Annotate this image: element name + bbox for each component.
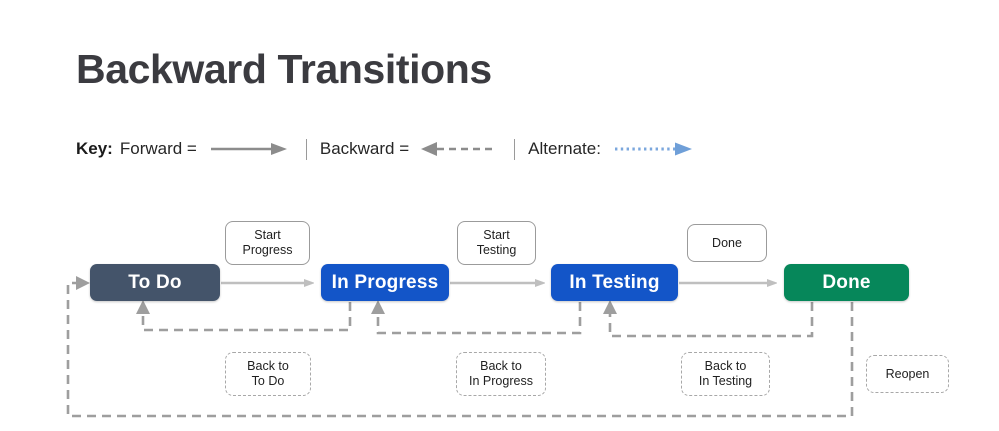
legend-alternate-arrow-icon xyxy=(613,141,693,157)
legend-separator-2 xyxy=(514,138,516,160)
legend-separator-1 xyxy=(305,138,307,160)
node-in-testing-label: In Testing xyxy=(569,271,660,293)
page-title: Backward Transitions xyxy=(76,46,492,92)
legend-backward-label: Backward = xyxy=(319,139,410,158)
legend: Key: Forward = Backward = Alternate: xyxy=(76,137,697,161)
backward-arrow-done-reopen-to-todo xyxy=(66,276,854,418)
legend-forward-label: Forward = xyxy=(119,139,197,158)
legend-backward-arrow-icon xyxy=(421,141,497,157)
node-in-progress-label: In Progress xyxy=(331,271,439,293)
node-in-progress[interactable]: In Progress xyxy=(321,264,449,301)
legend-forward-arrow-icon xyxy=(209,141,289,157)
transition-chip-back-to-todo[interactable]: Back to To Do xyxy=(225,352,311,396)
transition-chip-reopen-label: Reopen xyxy=(885,366,930,381)
transition-chip-start-progress[interactable]: Start Progress xyxy=(225,221,310,265)
transition-chip-back-to-in-testing[interactable]: Back to In Testing xyxy=(681,352,770,396)
transition-chip-reopen[interactable]: Reopen xyxy=(866,355,949,393)
transition-chip-back-to-in-progress[interactable]: Back to In Progress xyxy=(456,352,546,396)
transition-chip-back-to-todo-label: Back to To Do xyxy=(247,359,289,388)
transition-chip-start-testing-label: Start Testing xyxy=(476,228,517,257)
transition-chip-done[interactable]: Done xyxy=(687,224,767,262)
legend-alternate-label: Alternate: xyxy=(528,139,601,158)
legend-key-label: Key: xyxy=(76,139,113,158)
node-done-label: Done xyxy=(822,271,871,293)
node-todo-label: To Do xyxy=(128,271,182,293)
node-in-testing[interactable]: In Testing xyxy=(551,264,678,301)
transition-chip-start-testing[interactable]: Start Testing xyxy=(457,221,536,265)
backward-arrow-in-progress-to-todo xyxy=(136,300,352,332)
transition-chip-done-label: Done xyxy=(712,235,742,250)
transition-chip-back-to-in-testing-label: Back to In Testing xyxy=(698,359,753,388)
node-done[interactable]: Done xyxy=(784,264,909,301)
backward-arrow-in-testing-to-in-progress xyxy=(371,300,582,335)
backward-arrow-done-to-in-testing xyxy=(603,300,814,338)
transition-chip-start-progress-label: Start Progress xyxy=(242,228,293,257)
node-todo[interactable]: To Do xyxy=(90,264,220,301)
transition-chip-back-to-in-progress-label: Back to In Progress xyxy=(469,359,533,388)
